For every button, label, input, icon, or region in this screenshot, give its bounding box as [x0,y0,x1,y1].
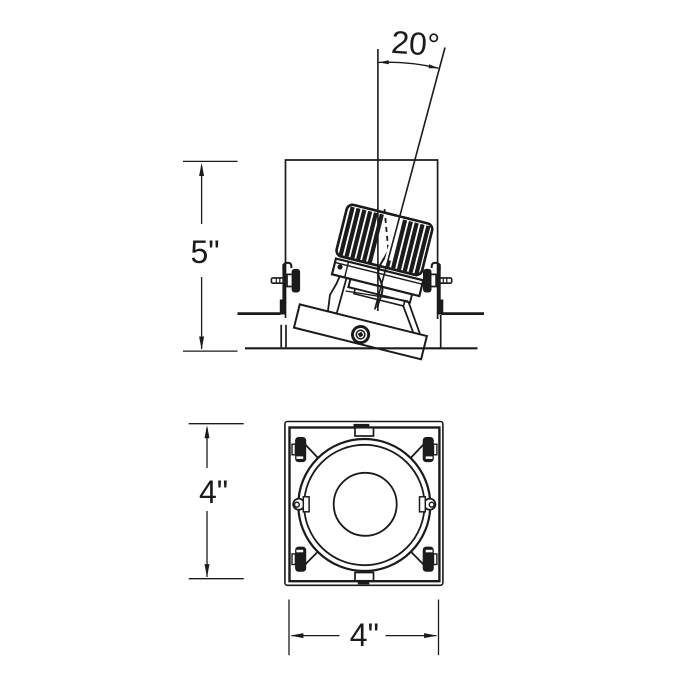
svg-text:4": 4" [199,474,228,510]
svg-text:4": 4" [350,617,379,653]
svg-text:5": 5" [191,234,220,270]
svg-text:20°: 20° [390,24,441,63]
